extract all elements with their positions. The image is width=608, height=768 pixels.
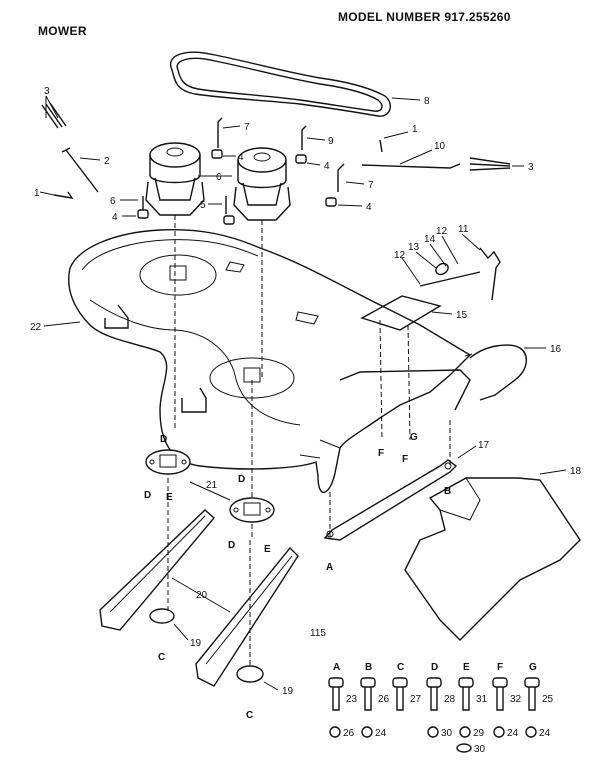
key-letter-A: A: [333, 662, 340, 673]
key-bolt-number: 27: [410, 694, 422, 705]
callout-12a: 12: [394, 250, 406, 261]
callout-14: 14: [424, 234, 436, 245]
ref-F-a: F: [378, 448, 384, 459]
ref-E-a: E: [166, 492, 173, 503]
ref-D-d: D: [228, 540, 235, 551]
blade-adapter-right: [229, 497, 275, 523]
key-bolt-number: 23: [346, 694, 358, 705]
key-nut-number: 29: [473, 728, 485, 739]
key-letter-C: C: [397, 662, 404, 673]
callout-12b: 12: [436, 226, 448, 237]
callout-9: 9: [328, 136, 334, 147]
bolt-head: [392, 677, 408, 688]
key-bolt-number: 28: [444, 694, 456, 705]
ref-E-b: E: [264, 544, 271, 555]
page-mark: 115: [310, 628, 326, 639]
callout-13: 13: [408, 242, 420, 253]
key-nut-number: 24: [375, 728, 387, 739]
pulley-right: [233, 147, 291, 221]
callout-10: 10: [434, 141, 446, 152]
bolt-shank: [430, 687, 438, 711]
nut-icon: [329, 726, 341, 738]
callout-11: 11: [458, 224, 469, 235]
ref-C-b: C: [246, 710, 253, 721]
nut-icon: [427, 726, 439, 738]
blade-adapter-left: [145, 449, 191, 475]
ref-D-b: D: [144, 490, 151, 501]
callout-16: 16: [550, 344, 562, 355]
callout-19b: 19: [282, 686, 294, 697]
callout-7b: 7: [368, 180, 374, 191]
pulley-left: [145, 142, 205, 216]
mower-deck: [68, 228, 472, 493]
bolt-head: [524, 677, 540, 688]
bolt-shank: [496, 687, 504, 711]
nut-icon: [493, 726, 505, 738]
key-letter-D: D: [431, 662, 438, 673]
callout-8: 8: [424, 96, 430, 107]
nut-icon: [361, 726, 373, 738]
bolt-head: [426, 677, 442, 688]
callout-4d: 4: [112, 212, 118, 223]
bolt-shank: [332, 687, 340, 711]
key-bolt-number: 25: [542, 694, 554, 705]
callout-6-pulley: 6: [216, 172, 222, 183]
key-nut-number: 24: [539, 728, 551, 739]
ref-D-c: D: [238, 474, 245, 485]
callout-22: 22: [30, 322, 42, 333]
bolt-shank: [528, 687, 536, 711]
belt: [169, 51, 392, 117]
callout-7a: 7: [244, 122, 250, 133]
callout-1a: 1: [34, 188, 40, 199]
nut-icon: [525, 726, 537, 738]
ref-G-a: G: [410, 432, 418, 443]
key-letter-B: B: [365, 662, 372, 673]
callout-5: 5: [200, 200, 206, 211]
key-bolt-number: 31: [476, 694, 488, 705]
ref-A-a: A: [326, 562, 333, 573]
callout-4b: 4: [324, 161, 330, 172]
key-letter-E: E: [463, 662, 470, 673]
hardware-key: A 23 26 B 26 24 C 27 D 28 30 E 31 29 F 32 24 G 25 24 30: [328, 662, 554, 755]
callout-17: 17: [478, 440, 490, 451]
key-nut-number: 24: [507, 728, 519, 739]
callout-20: 20: [196, 590, 208, 601]
bolt-head: [458, 677, 474, 688]
callout-18: 18: [570, 466, 582, 477]
key-nut-number: 26: [343, 728, 355, 739]
section-title: MOWER: [38, 24, 87, 38]
bolt-head: [492, 677, 508, 688]
callout-2: 2: [104, 156, 110, 167]
bolt-head: [328, 677, 344, 688]
key-nut-number: 30: [441, 728, 453, 739]
callout-3b: 3: [528, 162, 534, 173]
callout-3a: 3: [44, 86, 50, 97]
key-bolt-number: 26: [378, 694, 390, 705]
callout-15: 15: [456, 310, 468, 321]
ref-B-a: B: [444, 486, 451, 497]
bolt-shank: [396, 687, 404, 711]
bolt-head: [360, 677, 376, 688]
ref-D-a: D: [160, 434, 167, 445]
bolt-shank: [462, 687, 470, 711]
nut-icon: [459, 726, 471, 738]
ref-F-b: F: [402, 454, 408, 465]
key-letter-G: G: [529, 662, 537, 673]
bolt-shank: [364, 687, 372, 711]
callout-1b: 1: [412, 124, 418, 135]
callout-6a: 6: [110, 196, 116, 207]
ref-C-a: C: [158, 652, 165, 663]
key-letter-F: F: [497, 662, 503, 673]
callout-4a: 4: [238, 152, 244, 163]
model-number: MODEL NUMBER 917.255260: [338, 10, 511, 24]
callout-21: 21: [206, 480, 218, 491]
callout-4c: 4: [366, 202, 372, 213]
key-bolt-number: 32: [510, 694, 522, 705]
washer-icon: [456, 743, 472, 753]
callout-19a: 19: [190, 638, 202, 649]
key-extra-30: 30: [474, 744, 486, 755]
